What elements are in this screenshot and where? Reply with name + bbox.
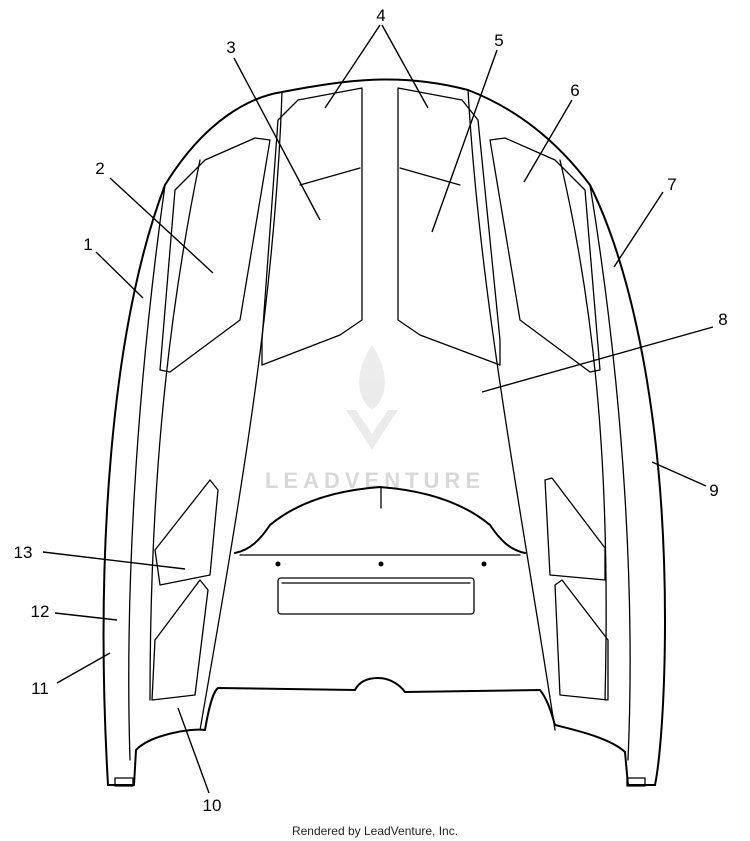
callout-9: 9: [709, 481, 718, 500]
callout-6: 6: [570, 81, 579, 100]
callout-5: 5: [494, 31, 503, 50]
callout-1: 1: [83, 235, 92, 254]
callout-3: 3: [226, 38, 235, 57]
footer-credit: Rendered by LeadVenture, Inc.: [292, 824, 458, 838]
callout-2: 2: [95, 159, 104, 178]
watermark-logo: [346, 345, 398, 450]
callout-13: 13: [14, 543, 33, 562]
callout-12: 12: [31, 602, 50, 621]
watermark-text: LEADVENTURE: [265, 468, 485, 493]
callout-4: 4: [376, 6, 385, 25]
callout-10: 10: [203, 796, 222, 815]
callout-11: 11: [31, 679, 49, 698]
callout-8: 8: [718, 310, 727, 329]
leader-lines: [42, 24, 714, 794]
hood-outline: [102, 78, 666, 787]
callout-7: 7: [667, 175, 676, 194]
